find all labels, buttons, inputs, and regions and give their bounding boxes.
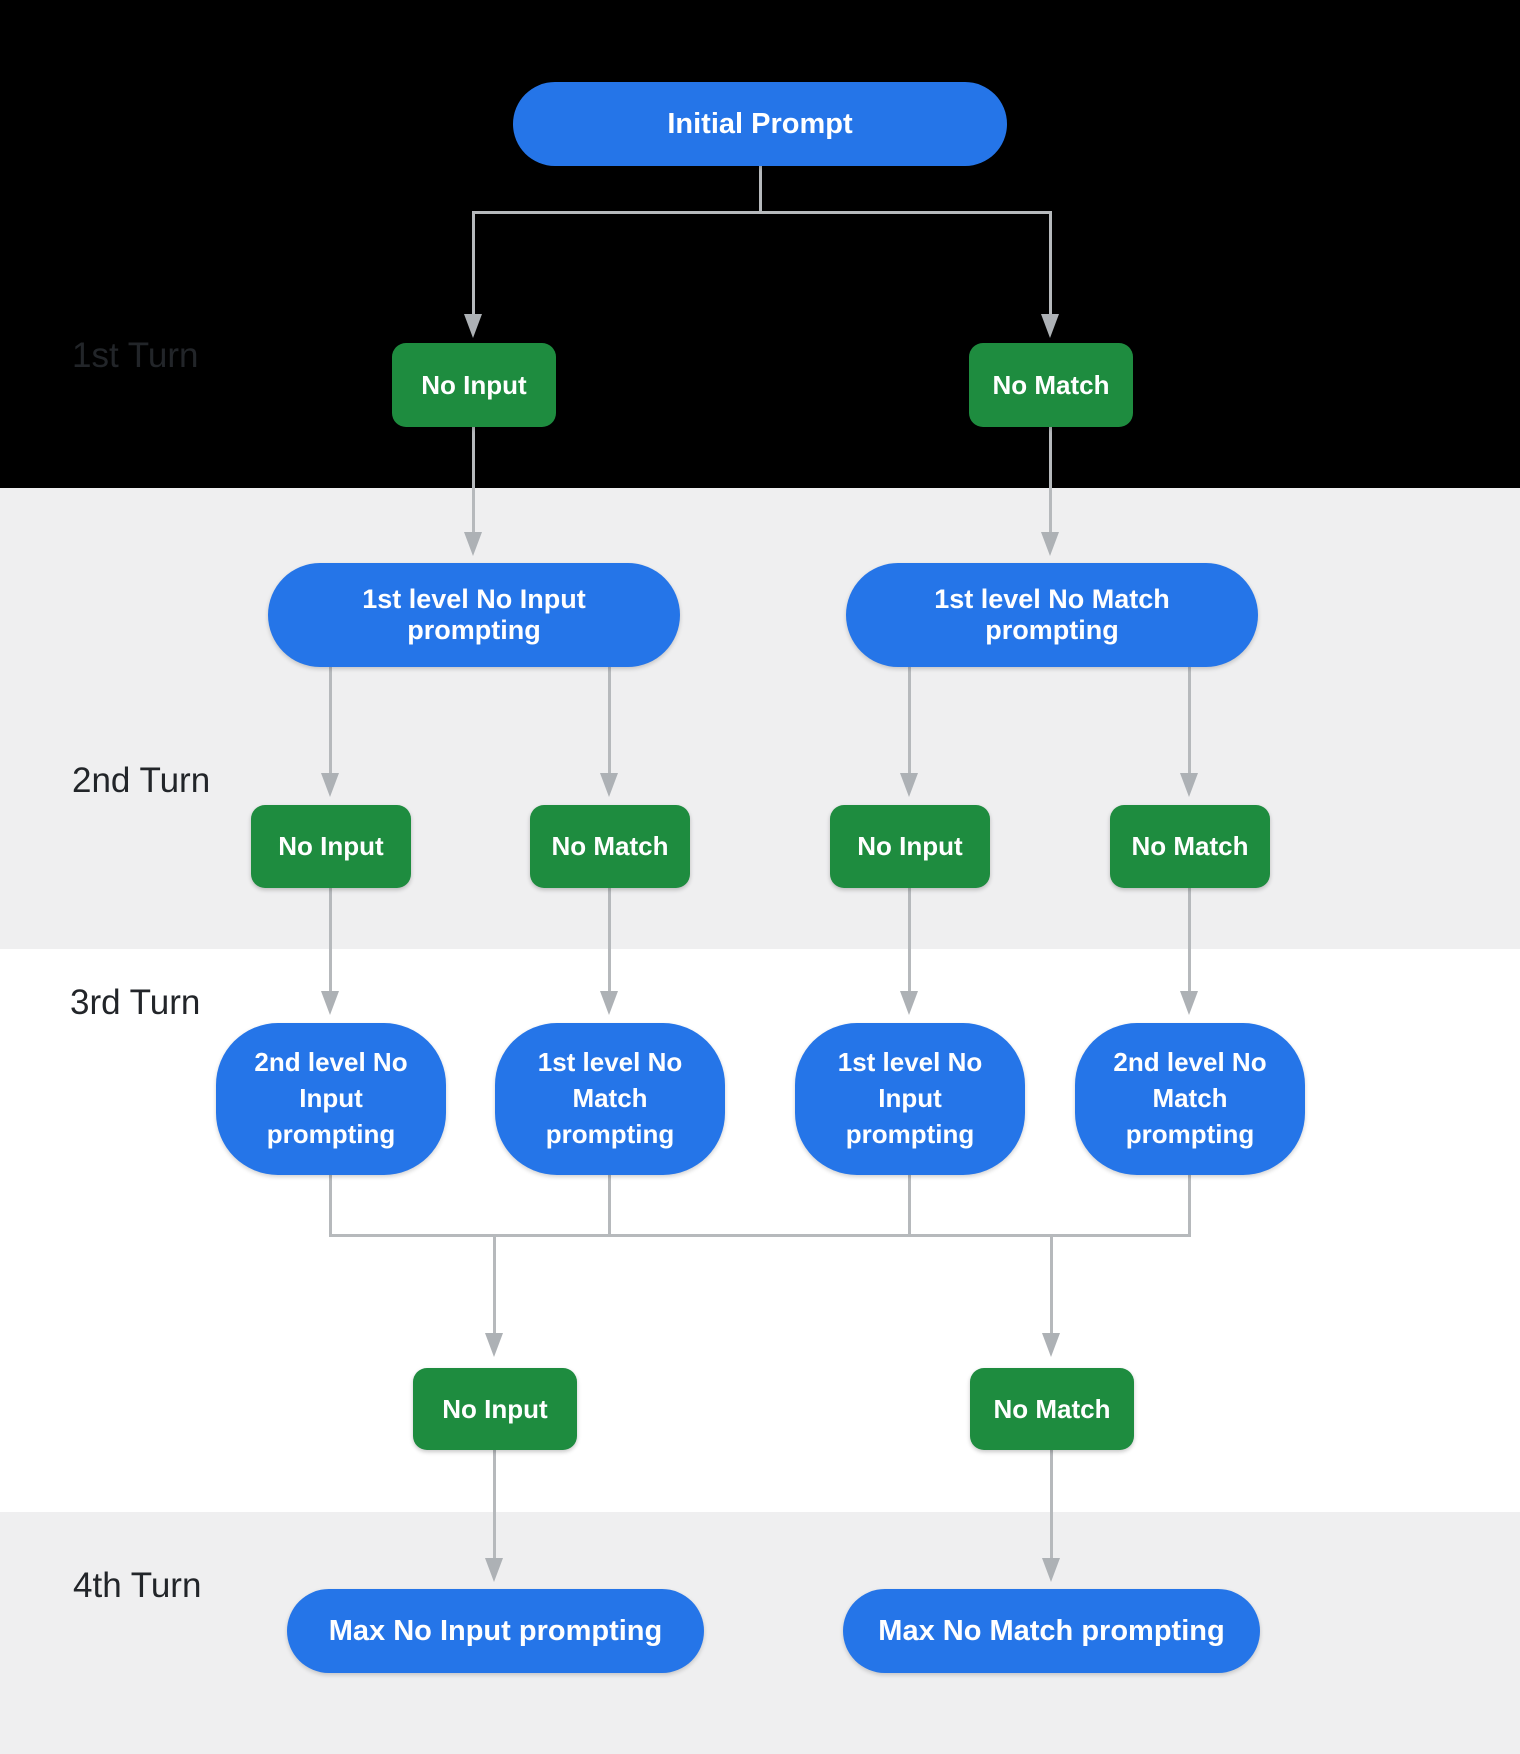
node-level2-no-input-prompting: 2nd level No Input prompting xyxy=(216,1023,446,1175)
node-turn1-no-input: No Input xyxy=(392,343,556,427)
node-turn3-no-match: No Match xyxy=(970,1368,1134,1450)
arrowhead xyxy=(1042,1333,1060,1357)
arrowhead xyxy=(321,991,339,1015)
edge-to-l1ni-prompting xyxy=(908,888,911,991)
edge-to-l1nm-prompting xyxy=(608,888,611,991)
arrowhead xyxy=(1041,532,1059,556)
edge-to-turn1-no-input xyxy=(472,211,475,314)
edge-bus-stub-1 xyxy=(329,1175,332,1237)
edge-to-level1-no-input xyxy=(472,427,475,532)
edge-bus xyxy=(329,1234,1191,1237)
arrowhead xyxy=(900,773,918,797)
node-turn2-no-input-1: No Input xyxy=(251,805,411,888)
edge-to-max-no-match xyxy=(1050,1450,1053,1558)
edge-to-turn1-no-match xyxy=(1049,211,1052,314)
node-level1-no-input-prompting-2: 1st level No Input prompting xyxy=(795,1023,1025,1175)
band-turn1 xyxy=(0,0,1520,488)
node-level1-no-match-prompting-2: 1st level No Match prompting xyxy=(495,1023,725,1175)
band-turn4 xyxy=(0,1512,1520,1754)
node-turn2-no-match-1: No Match xyxy=(530,805,690,888)
edge-bus-stub-3 xyxy=(908,1175,911,1237)
node-turn3-no-input: No Input xyxy=(413,1368,577,1450)
edge-bus-to-no-input xyxy=(493,1234,496,1333)
arrowhead xyxy=(1041,314,1059,338)
arrowhead xyxy=(485,1558,503,1582)
arrowhead xyxy=(1180,991,1198,1015)
arrowhead xyxy=(900,991,918,1015)
arrowhead xyxy=(600,991,618,1015)
edge-to-level1-no-match xyxy=(1049,427,1052,532)
node-max-no-input-prompting: Max No Input prompting xyxy=(287,1589,704,1673)
arrowhead xyxy=(1042,1558,1060,1582)
node-turn2-no-input-2: No Input xyxy=(830,805,990,888)
edge-initial-stem xyxy=(759,166,762,212)
turn-label-1: 1st Turn xyxy=(72,336,199,375)
edge-bus-to-no-match xyxy=(1050,1234,1053,1333)
turn-label-2: 2nd Turn xyxy=(72,761,211,800)
edge-initial-split xyxy=(473,211,1052,214)
band-turn2 xyxy=(0,488,1520,949)
node-max-no-match-prompting: Max No Match prompting xyxy=(843,1589,1260,1673)
edge-to-l2nm-prompting xyxy=(1188,888,1191,991)
node-turn2-no-match-2: No Match xyxy=(1110,805,1270,888)
edge-l1ni-to-no-input xyxy=(329,666,332,773)
node-initial-prompt: Initial Prompt xyxy=(513,82,1007,166)
node-level1-no-match-prompting: 1st level No Match prompting xyxy=(846,563,1258,667)
arrowhead xyxy=(464,314,482,338)
edge-to-max-no-input xyxy=(493,1450,496,1558)
arrowhead xyxy=(600,773,618,797)
arrowhead xyxy=(485,1333,503,1357)
edge-bus-stub-2 xyxy=(608,1175,611,1237)
edge-to-l2ni-prompting xyxy=(329,888,332,991)
turn-label-4: 4th Turn xyxy=(73,1566,202,1605)
node-turn1-no-match: No Match xyxy=(969,343,1133,427)
arrowhead xyxy=(321,773,339,797)
edge-l1ni-to-no-match xyxy=(608,666,611,773)
edge-bus-stub-4 xyxy=(1188,1175,1191,1237)
node-level1-no-input-prompting: 1st level No Input prompting xyxy=(268,563,680,667)
arrowhead xyxy=(464,532,482,556)
turn-label-3: 3rd Turn xyxy=(70,983,201,1022)
edge-l1nm-to-no-input xyxy=(908,666,911,773)
node-level2-no-match-prompting: 2nd level No Match prompting xyxy=(1075,1023,1305,1175)
arrowhead xyxy=(1180,773,1198,797)
edge-l1nm-to-no-match xyxy=(1188,666,1191,773)
band-turn3 xyxy=(0,949,1520,1512)
